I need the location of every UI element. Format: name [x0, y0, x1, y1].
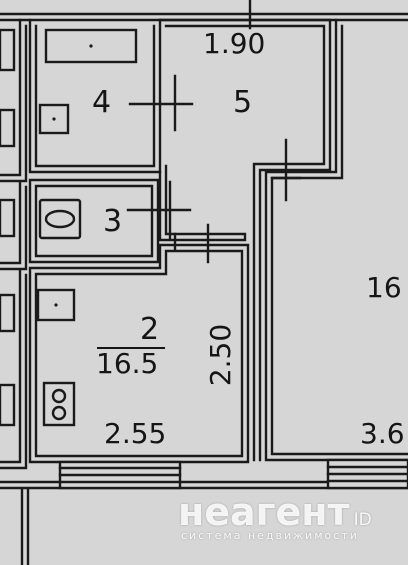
wall-left-rooms: [0, 18, 28, 470]
sink-fixture-room-2: [36, 288, 76, 322]
room-2-length: 2.50: [204, 323, 238, 387]
room-right-area: 16: [366, 271, 402, 304]
wall-room-3: [28, 178, 160, 264]
room-2-number: 2: [140, 312, 160, 347]
watermark-tagline: система недвижимости: [181, 529, 359, 542]
wall-bottom: [0, 480, 408, 565]
wall-room-2: [28, 243, 250, 464]
watermark-brand: неагент: [178, 490, 350, 534]
room-3-number: 3: [103, 204, 123, 239]
room-2-area: 16.5: [96, 347, 159, 380]
toilet-fixture: [38, 198, 82, 240]
room-5-dimension: 1.90: [203, 27, 266, 60]
room-4-number: 4: [92, 85, 112, 120]
room-right-width: 3.6: [360, 417, 405, 450]
wall-room-right: [264, 18, 408, 462]
bathtub-fixture: [44, 28, 138, 64]
room-5-number: 5: [233, 85, 253, 120]
door-marks: [126, 0, 302, 264]
wall-room-5-inner: [158, 164, 247, 242]
stove-fixture: [42, 381, 76, 427]
wall-room-5: [158, 18, 332, 462]
watermark-suffix: ID: [353, 510, 372, 530]
wall-room-4: [28, 18, 162, 174]
room-2-area-rule: [97, 347, 165, 349]
sink-fixture-room-4: [38, 103, 70, 135]
room-2-width: 2.55: [104, 417, 167, 450]
